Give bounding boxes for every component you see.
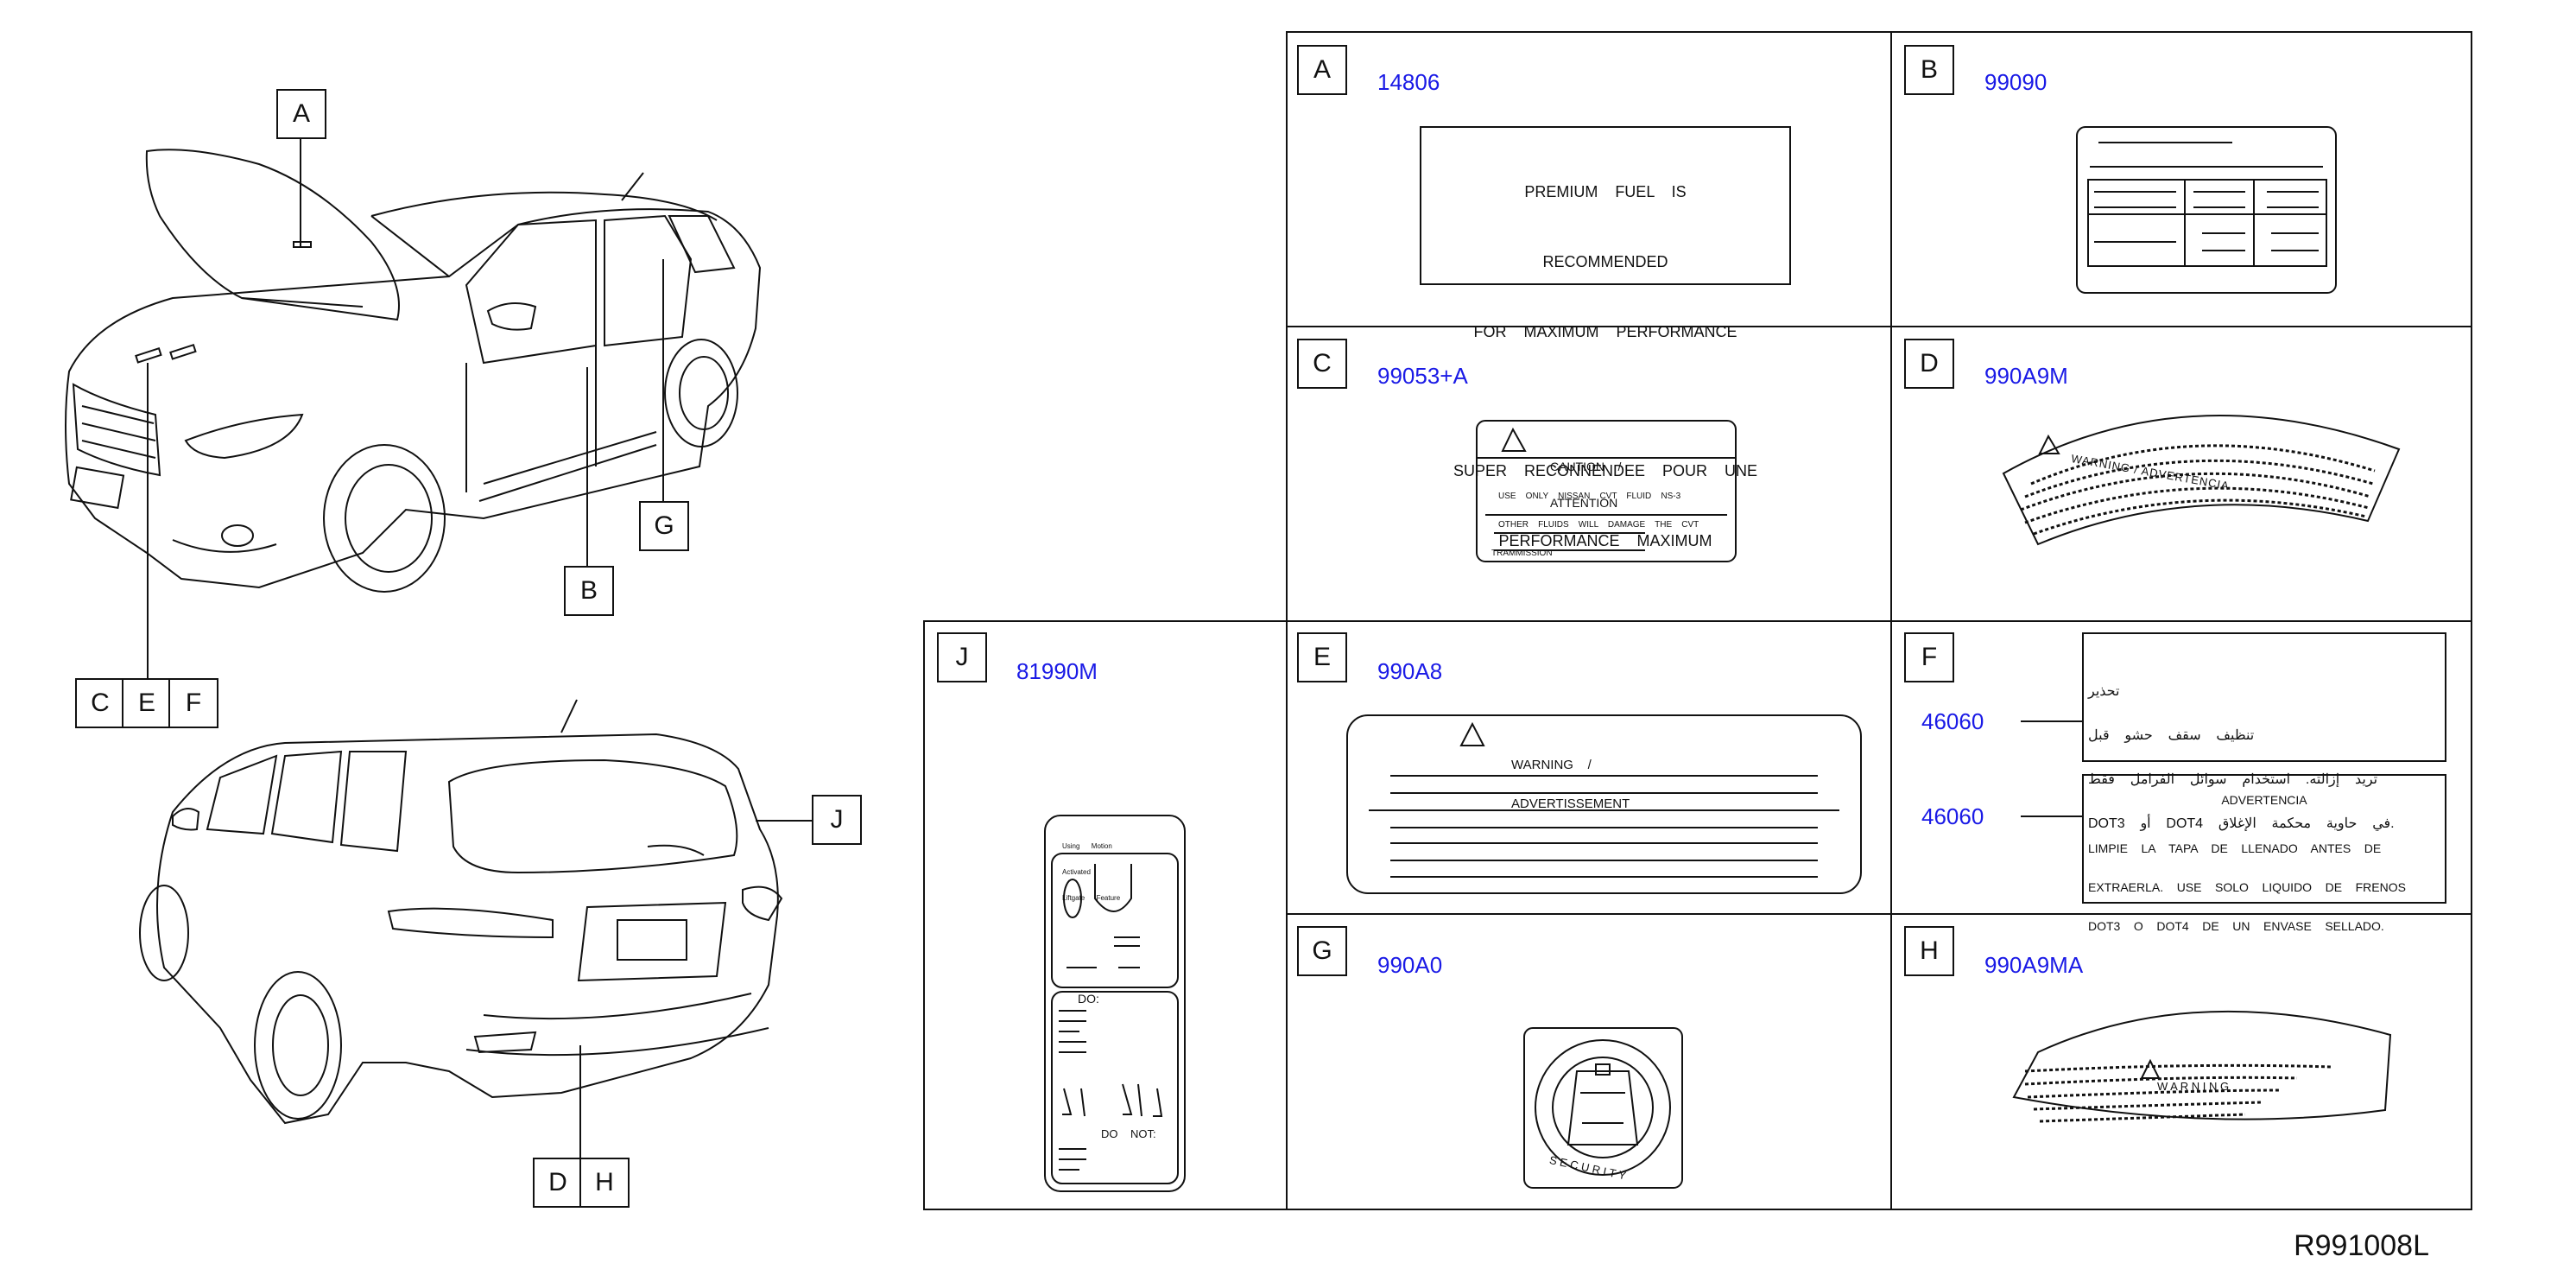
label-e-title-line2: ADVERTISSEMENT: [1511, 796, 1630, 811]
label-j-do-not: DO NOT:: [1101, 1127, 1156, 1140]
panel-a-part-number: 14806: [1377, 69, 1440, 95]
panel-b-letter: B: [1904, 45, 1954, 95]
label-f-es-line1: LIMPIE LA TAPA DE LLENADO ANTES DE: [2088, 841, 2382, 855]
label-f-es-line2: EXTRAERLA. USE SOLO LIQUIDO DE FRENOS: [2088, 880, 2406, 894]
panel-h-part-number: 990A9MA: [1984, 952, 2084, 978]
callout-e: E: [122, 678, 172, 728]
label-g-artwork: [1523, 1027, 1683, 1189]
label-f-spanish-title: ADVERTENCIA: [2221, 793, 2307, 807]
label-e-title: WARNING / ADVERTISSEMENT: [1511, 733, 1630, 823]
panel-d-letter: D: [1904, 339, 1954, 389]
label-f-ar-line3: تريد إزالته. استخدام سوائل الفرامل فقط: [2088, 772, 2378, 787]
label-j-head-line1: Using Motion: [1062, 842, 1112, 850]
callout-j: J: [812, 795, 862, 845]
rear-vehicle-illustration: [139, 699, 783, 1125]
label-f-es-line3: DOT3 O DOT4 DE UN ENVASE SELLADO.: [2088, 919, 2384, 933]
label-a-line3: FOR MAXIMUM PERFORMANCE: [1473, 323, 1737, 340]
label-c-title-line1: CAUTION /: [1550, 460, 1622, 473]
label-h-title: W A R N I N G: [2157, 1080, 2230, 1093]
label-a-line4: SUPER RECONNENDEE POUR UNE: [1453, 462, 1758, 479]
label-d-artwork: [2002, 415, 2401, 546]
panel-b-part-number: 99090: [1984, 69, 2048, 95]
callout-h: H: [579, 1158, 630, 1208]
diagram-reference-code: R991008L: [2294, 1229, 2429, 1262]
panel-c-letter: C: [1297, 339, 1347, 389]
label-c-title-line2: ATTENTION: [1550, 496, 1618, 510]
panel-j-letter: J: [937, 632, 987, 682]
panel-g-letter: G: [1297, 926, 1347, 976]
callout-d: D: [533, 1158, 583, 1208]
label-a-text: PREMIUM FUEL IS RECOMMENDED FOR MAXIMUM …: [1421, 134, 1790, 576]
label-a-line1: PREMIUM FUEL IS: [1524, 183, 1687, 200]
label-j-artwork: [1044, 815, 1186, 1192]
label-a-line2: RECOMMENDED: [1542, 253, 1668, 270]
label-c-body-line3: TRAMMISSION: [1491, 549, 1553, 558]
callout-b: B: [564, 566, 614, 616]
panel-e-letter: E: [1297, 632, 1347, 682]
panel-d-part-number: 990A9M: [1984, 363, 2068, 389]
panel-a-letter: A: [1297, 45, 1347, 95]
label-e-title-line1: WARNING /: [1511, 758, 1592, 772]
label-c-title: CAUTION / ATTENTION: [1550, 436, 1621, 521]
front-vehicle-illustration: [65, 149, 762, 593]
label-h-artwork: [2012, 1010, 2392, 1123]
label-b-artwork: [2076, 126, 2337, 294]
label-f-ar-line2: تنظيف سقف حشو قبل: [2088, 728, 2255, 743]
panel-f-part-number-spanish: 46060: [1921, 803, 1984, 829]
label-c-body-line2: OTHER FLUIDS WILL DAMAGE THE CVT: [1498, 520, 1699, 530]
callout-f: F: [168, 678, 218, 728]
panel-g-part-number: 990A0: [1377, 952, 1443, 978]
panel-h-letter: H: [1904, 926, 1954, 976]
label-a-line5: PERFORMANCE MAXIMUM: [1498, 532, 1712, 549]
label-j-head-line2: Activated: [1062, 868, 1091, 876]
panel-c-part-number: 99053+A: [1377, 363, 1468, 389]
label-c-body-line1: USE ONLY NISSAN CVT FLUID NS-3: [1498, 492, 1681, 501]
panel-f-letter: F: [1904, 632, 1954, 682]
label-c-body: USE ONLY NISSAN CVT FLUID NS-3 OTHER FLU…: [1491, 473, 1725, 568]
label-a-spacer: [1421, 390, 1790, 413]
label-j-do: DO:: [1078, 992, 1099, 1006]
callout-a: A: [276, 89, 326, 139]
callout-g: G: [639, 501, 689, 551]
callout-c: C: [75, 678, 125, 728]
label-j-header: Using Motion Activated Liftgate Feature: [1062, 825, 1120, 911]
panel-f-part-number-arabic: 46060: [1921, 708, 1984, 734]
panel-j-part-number: 81990M: [1016, 658, 1098, 684]
panel-e-part-number: 990A8: [1377, 658, 1443, 684]
label-f-spanish-body: LIMPIE LA TAPA DE LLENADO ANTES DE EXTRA…: [2088, 816, 2442, 946]
label-j-head-line3: Liftgate Feature: [1062, 894, 1121, 902]
label-f-ar-line1: تحذير: [2088, 684, 2120, 699]
